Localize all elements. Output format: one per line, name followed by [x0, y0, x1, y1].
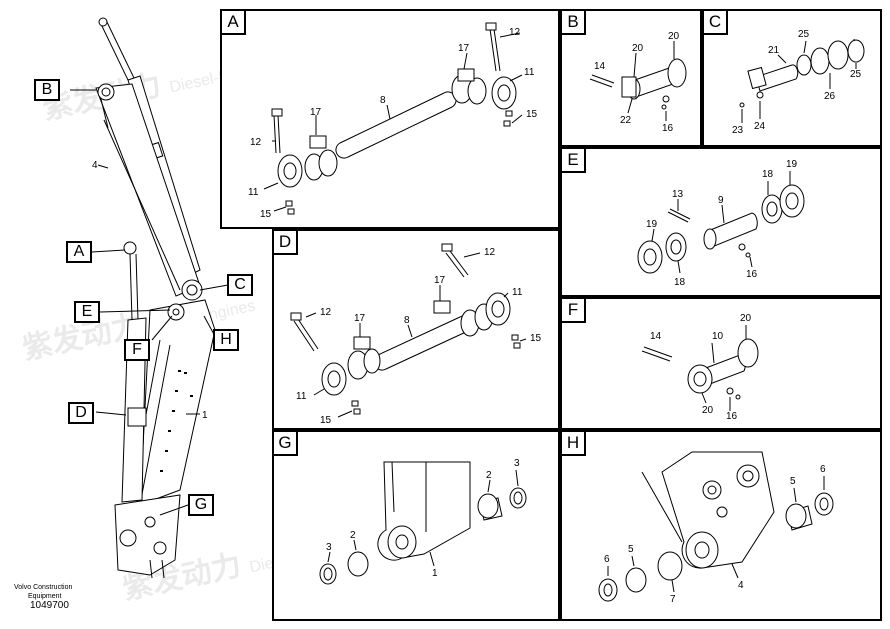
part-number-label: 19 — [786, 159, 798, 170]
part-number-label: 19 — [646, 219, 658, 230]
part-number-label: 15 — [526, 109, 538, 120]
panel-d-label: D — [274, 231, 298, 255]
part-number-label: 22 — [620, 115, 632, 126]
part-number-label: 14 — [594, 61, 606, 72]
part-number-label: 12 — [250, 137, 262, 148]
panel-h-label: H — [562, 432, 586, 456]
panel-f: F 14 10 20 20 16 — [560, 297, 882, 430]
part-number-label: 15 — [320, 415, 332, 426]
part-number-label: 20 — [740, 313, 752, 324]
part-number-label: 7 — [670, 594, 676, 605]
part-number-label: 2 — [350, 530, 356, 541]
part-number-label: 16 — [726, 411, 738, 422]
callout-f[interactable]: F — [124, 339, 150, 361]
part-number-label: 18 — [762, 169, 774, 180]
part-number-label: 24 — [754, 121, 766, 132]
panel-h: H 5 6 6 5 7 4 — [560, 430, 882, 621]
boom-overview-drawing: 4 1 — [70, 17, 229, 579]
part-number-label: 17 — [434, 275, 446, 286]
part-number-label: 18 — [674, 277, 686, 288]
part-number-label: 3 — [514, 458, 520, 469]
overview-part-label: 4 — [92, 160, 98, 171]
panel-g: G 2 3 2 3 1 — [272, 430, 560, 621]
part-number-label: 1 — [432, 568, 438, 579]
panel-a-label: A — [222, 11, 246, 35]
part-number-label: 4 — [738, 580, 744, 591]
part-number-label: 16 — [662, 123, 674, 134]
footer-company: Volvo Construction Equipment — [14, 583, 72, 601]
part-number-label: 17 — [310, 107, 322, 118]
panel-d: D 12 17 11 8 12 17 15 11 15 — [272, 229, 560, 430]
part-number-label: 15 — [530, 333, 542, 344]
part-number-label: 12 — [320, 307, 332, 318]
part-number-label: 3 — [326, 542, 332, 553]
part-number-label: 20 — [632, 43, 644, 54]
part-number-label: 21 — [768, 45, 780, 56]
part-number-label: 11 — [296, 391, 307, 402]
panel-c: C 25 21 25 26 23 24 — [702, 9, 882, 147]
part-number-label: 10 — [712, 331, 724, 342]
panel-a: A 12 17 11 8 15 12 — [220, 9, 560, 229]
part-number-label: 8 — [404, 315, 410, 326]
part-number-label: 20 — [702, 405, 714, 416]
part-number: 1049700 — [30, 600, 69, 611]
part-number-label: 15 — [260, 209, 272, 220]
panel-b: B 20 20 14 22 16 — [560, 9, 702, 147]
part-number-label: 6 — [820, 464, 826, 475]
part-number-label: 16 — [746, 269, 758, 280]
footer-line2: Equipment — [28, 593, 62, 600]
callout-g[interactable]: G — [188, 494, 214, 516]
part-number-label: 12 — [509, 27, 521, 38]
part-number-label: 26 — [824, 91, 836, 102]
part-number-label: 11 — [524, 67, 535, 78]
part-number-label: 17 — [458, 43, 470, 54]
part-number-label: 9 — [718, 195, 724, 206]
part-number-label: 11 — [248, 187, 259, 198]
part-number-label: 2 — [486, 470, 492, 481]
callout-a[interactable]: A — [66, 241, 92, 263]
part-number-label: 12 — [484, 247, 496, 258]
part-number-label: 17 — [354, 313, 366, 324]
panel-c-label: C — [704, 11, 728, 35]
callout-h[interactable]: H — [213, 329, 239, 351]
footer-line1: Volvo Construction — [14, 584, 73, 591]
part-number-label: 25 — [798, 29, 810, 40]
panel-g-label: G — [274, 432, 298, 456]
overview-part-label: 1 — [202, 410, 208, 421]
part-number-label: 20 — [668, 31, 680, 42]
panel-f-label: F — [562, 299, 586, 323]
callout-b[interactable]: B — [34, 79, 60, 101]
part-number-label: 5 — [628, 544, 634, 555]
part-number-label: 25 — [850, 69, 862, 80]
callout-d[interactable]: D — [68, 402, 94, 424]
part-number-label: 23 — [732, 125, 744, 136]
part-number-label: 5 — [790, 476, 796, 487]
panel-b-label: B — [562, 11, 586, 35]
part-number-label: 11 — [512, 287, 523, 298]
callout-e[interactable]: E — [74, 301, 100, 323]
part-number-label: 6 — [604, 554, 610, 565]
part-number-label: 8 — [380, 95, 386, 106]
part-number-label: 14 — [650, 331, 662, 342]
part-number-label: 13 — [672, 189, 684, 200]
panel-e-label: E — [562, 149, 586, 173]
callout-c[interactable]: C — [227, 274, 253, 296]
panel-e: E 13 9 18 19 19 18 16 — [560, 147, 882, 297]
